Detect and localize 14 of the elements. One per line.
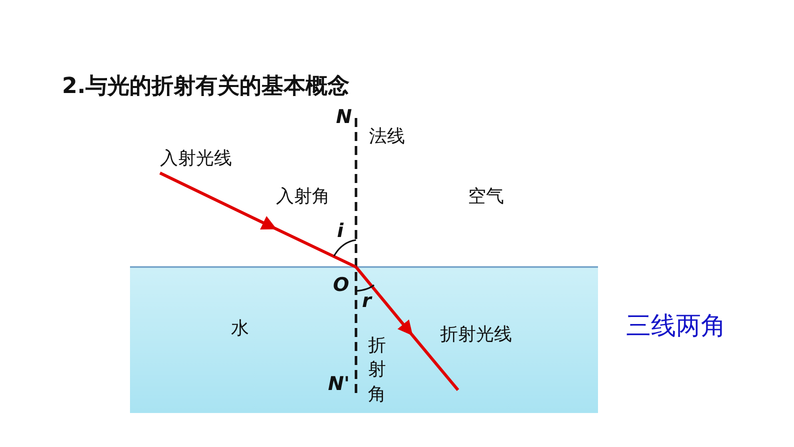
ray-label: 折射光线 xyxy=(440,326,512,344)
point-label: N' xyxy=(328,375,350,394)
title: 2.与光的折射有关的基本概念 xyxy=(62,76,350,98)
angle-symbol: r xyxy=(362,292,372,311)
angle-symbol: i xyxy=(337,222,344,241)
point-label: O xyxy=(333,276,350,295)
angle-label: 折射角 xyxy=(368,334,387,407)
medium-label: 空气 xyxy=(468,188,504,206)
normal-label: 法线 xyxy=(369,128,405,146)
angle-label: 入射角 xyxy=(276,188,330,206)
ray-label: 入射光线 xyxy=(160,150,232,168)
summary-label: 三线两角 xyxy=(626,313,726,338)
point-label: N xyxy=(336,108,352,127)
medium-label: 水 xyxy=(231,320,249,338)
